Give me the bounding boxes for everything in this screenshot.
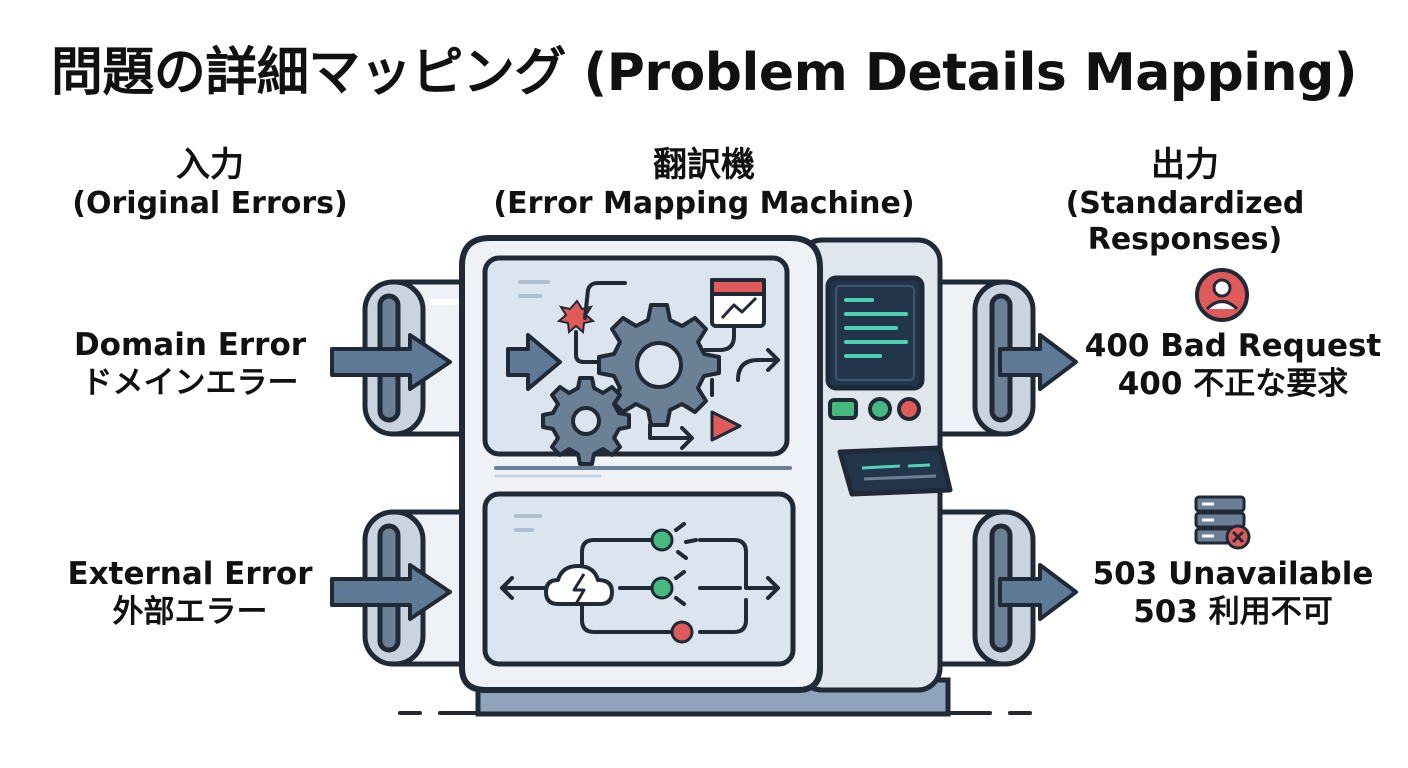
gear-icon <box>597 303 721 427</box>
input-label-en: Domain Error <box>73 327 307 363</box>
input-label-jp: 外部エラー <box>112 593 268 630</box>
output-arrows <box>998 333 1078 621</box>
input-column-header: 入力 (Original Errors) <box>60 145 360 222</box>
output-label-jp: 503 利用不可 <box>1133 593 1333 630</box>
output-label-jp: 400 不正な要求 <box>1117 365 1349 402</box>
screen-code-lines <box>844 298 908 358</box>
page-title: 問題の詳細マッピング (Problem Details Mapping) <box>50 43 1358 103</box>
small-gear-icon <box>541 376 631 466</box>
output-label-400: 400 Bad Request 400 不正な要求 <box>1078 328 1388 404</box>
status-dots <box>650 528 694 644</box>
input-label-en: External Error <box>67 556 313 592</box>
server-error-icon <box>1194 495 1251 550</box>
flow-lines-top <box>574 281 780 450</box>
input-label-external-error: External Error 外部エラー <box>40 556 340 632</box>
output-label-code: 400 Bad Request <box>1084 328 1382 364</box>
input-label-domain-error: Domain Error ドメインエラー <box>40 327 340 403</box>
output-label-code: 503 Unavailable <box>1092 556 1374 592</box>
chart-card-icon <box>710 278 766 328</box>
play-triangle-icon <box>710 410 742 442</box>
flow-lines-bottom <box>500 522 780 634</box>
machine-column-header: 翻訳機 (Error Mapping Machine) <box>474 145 934 222</box>
bottom-processing-panel <box>482 491 796 667</box>
cloud-lightning-icon <box>544 564 614 606</box>
output-header-jp: 出力 <box>1151 145 1219 185</box>
user-icon <box>1195 268 1249 322</box>
control-buttons <box>828 397 921 421</box>
input-header-jp: 入力 <box>176 145 244 185</box>
input-header-en: (Original Errors) <box>72 185 348 221</box>
machine-header-en: (Error Mapping Machine) <box>493 185 915 221</box>
output-label-503: 503 Unavailable 503 利用不可 <box>1078 556 1388 632</box>
keypad-panel <box>837 445 953 497</box>
input-arrows <box>330 333 562 621</box>
output-header-en: (Standardized Responses) <box>1065 185 1305 257</box>
input-label-jp: ドメインエラー <box>81 364 299 401</box>
machine-header-jp: 翻訳機 <box>653 145 755 185</box>
output-column-header: 出力 (Standardized Responses) <box>980 145 1390 258</box>
